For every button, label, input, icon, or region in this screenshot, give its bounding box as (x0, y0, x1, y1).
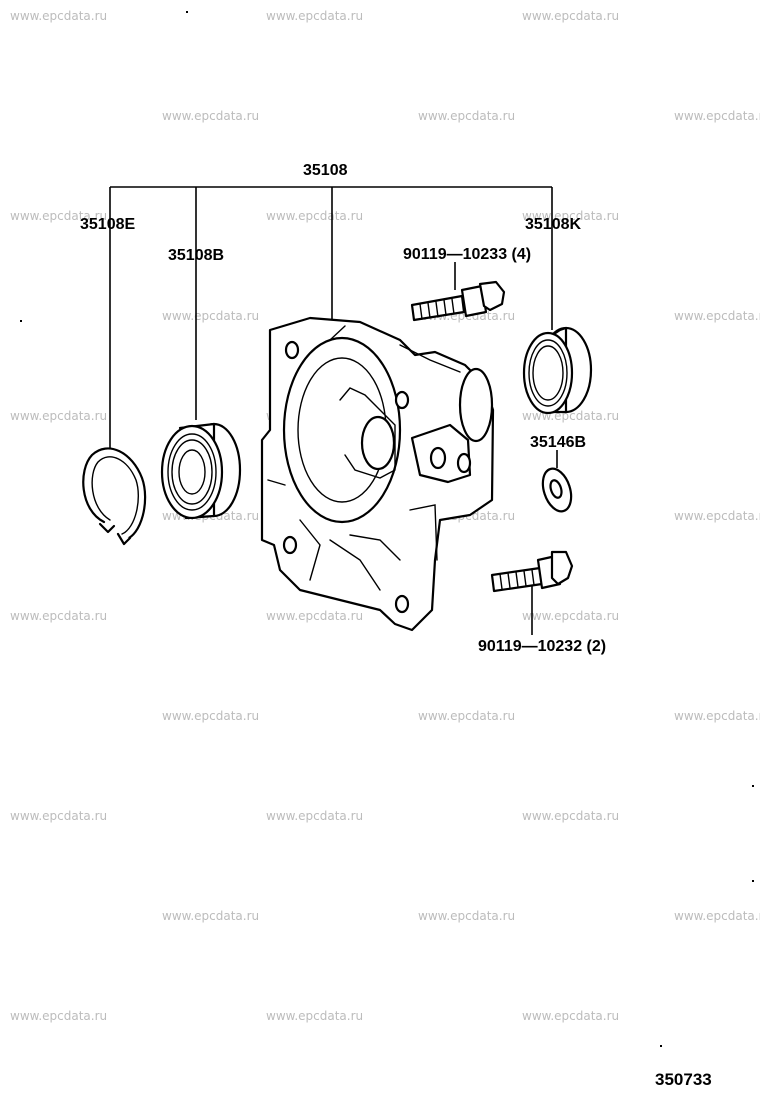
label-bolt-upper: 90119—10233 (4) (403, 246, 531, 263)
watermark-text: www.epcdata.ru (266, 1009, 363, 1023)
watermark-text: www.epcdata.ru (418, 709, 515, 723)
label-housing: 35108 (303, 162, 348, 179)
watermark-text: www.epcdata.ru (10, 209, 107, 223)
label-snap-ring: 35108E (80, 216, 135, 233)
watermark-text: www.epcdata.ru (162, 309, 259, 323)
label-washer: 35146B (530, 434, 586, 451)
scan-specks (20, 11, 754, 1047)
watermark-text: www.epcdata.ru (162, 909, 259, 923)
label-bolt-lower: 90119—10232 (2) (478, 638, 606, 655)
watermark-text: www.epcdata.ru (10, 1009, 107, 1023)
watermark-text: www.epcdata.ru (674, 109, 760, 123)
watermark-text: www.epcdata.ru (10, 609, 107, 623)
watermark-text: www.epcdata.ru (10, 809, 107, 823)
washer-drawing (541, 467, 573, 513)
label-oil-seal: 35108K (525, 216, 581, 233)
bolt-lower-drawing (490, 550, 574, 593)
watermark-text: www.epcdata.ru (266, 809, 363, 823)
label-bearing: 35108B (168, 247, 224, 264)
watermark-text: www.epcdata.ru (162, 709, 259, 723)
watermark-text: www.epcdata.ru (266, 209, 363, 223)
watermark-text: www.epcdata.ru (522, 1009, 619, 1023)
snap-ring-drawing (82, 447, 147, 546)
watermark-text: www.epcdata.ru (266, 9, 363, 23)
watermark-text: www.epcdata.ru (418, 109, 515, 123)
oil-seal-drawing (522, 326, 593, 415)
watermark-text: www.epcdata.ru (162, 109, 259, 123)
bolt-upper-drawing (410, 280, 506, 322)
watermark-text: www.epcdata.ru (674, 709, 760, 723)
watermark-text: www.epcdata.ru (10, 9, 107, 23)
watermark-text: www.epcdata.ru (522, 609, 619, 623)
watermark-text: www.epcdata.ru (522, 9, 619, 23)
watermark-text: www.epcdata.ru (418, 909, 515, 923)
watermark-text: www.epcdata.ru (674, 509, 760, 523)
watermark-text: www.epcdata.ru (522, 809, 619, 823)
transfer-housing-drawing (260, 316, 495, 632)
watermark-text: www.epcdata.ru (266, 609, 363, 623)
leader-lines (109, 186, 558, 635)
watermark-text: www.epcdata.ru (674, 909, 760, 923)
watermark-text: www.epcdata.ru (674, 309, 760, 323)
diagram-id: 350733 (655, 1070, 712, 1089)
watermark-text: www.epcdata.ru (10, 409, 107, 423)
bearing-drawing (160, 422, 242, 520)
watermark-text: www.epcdata.ru (522, 209, 619, 223)
